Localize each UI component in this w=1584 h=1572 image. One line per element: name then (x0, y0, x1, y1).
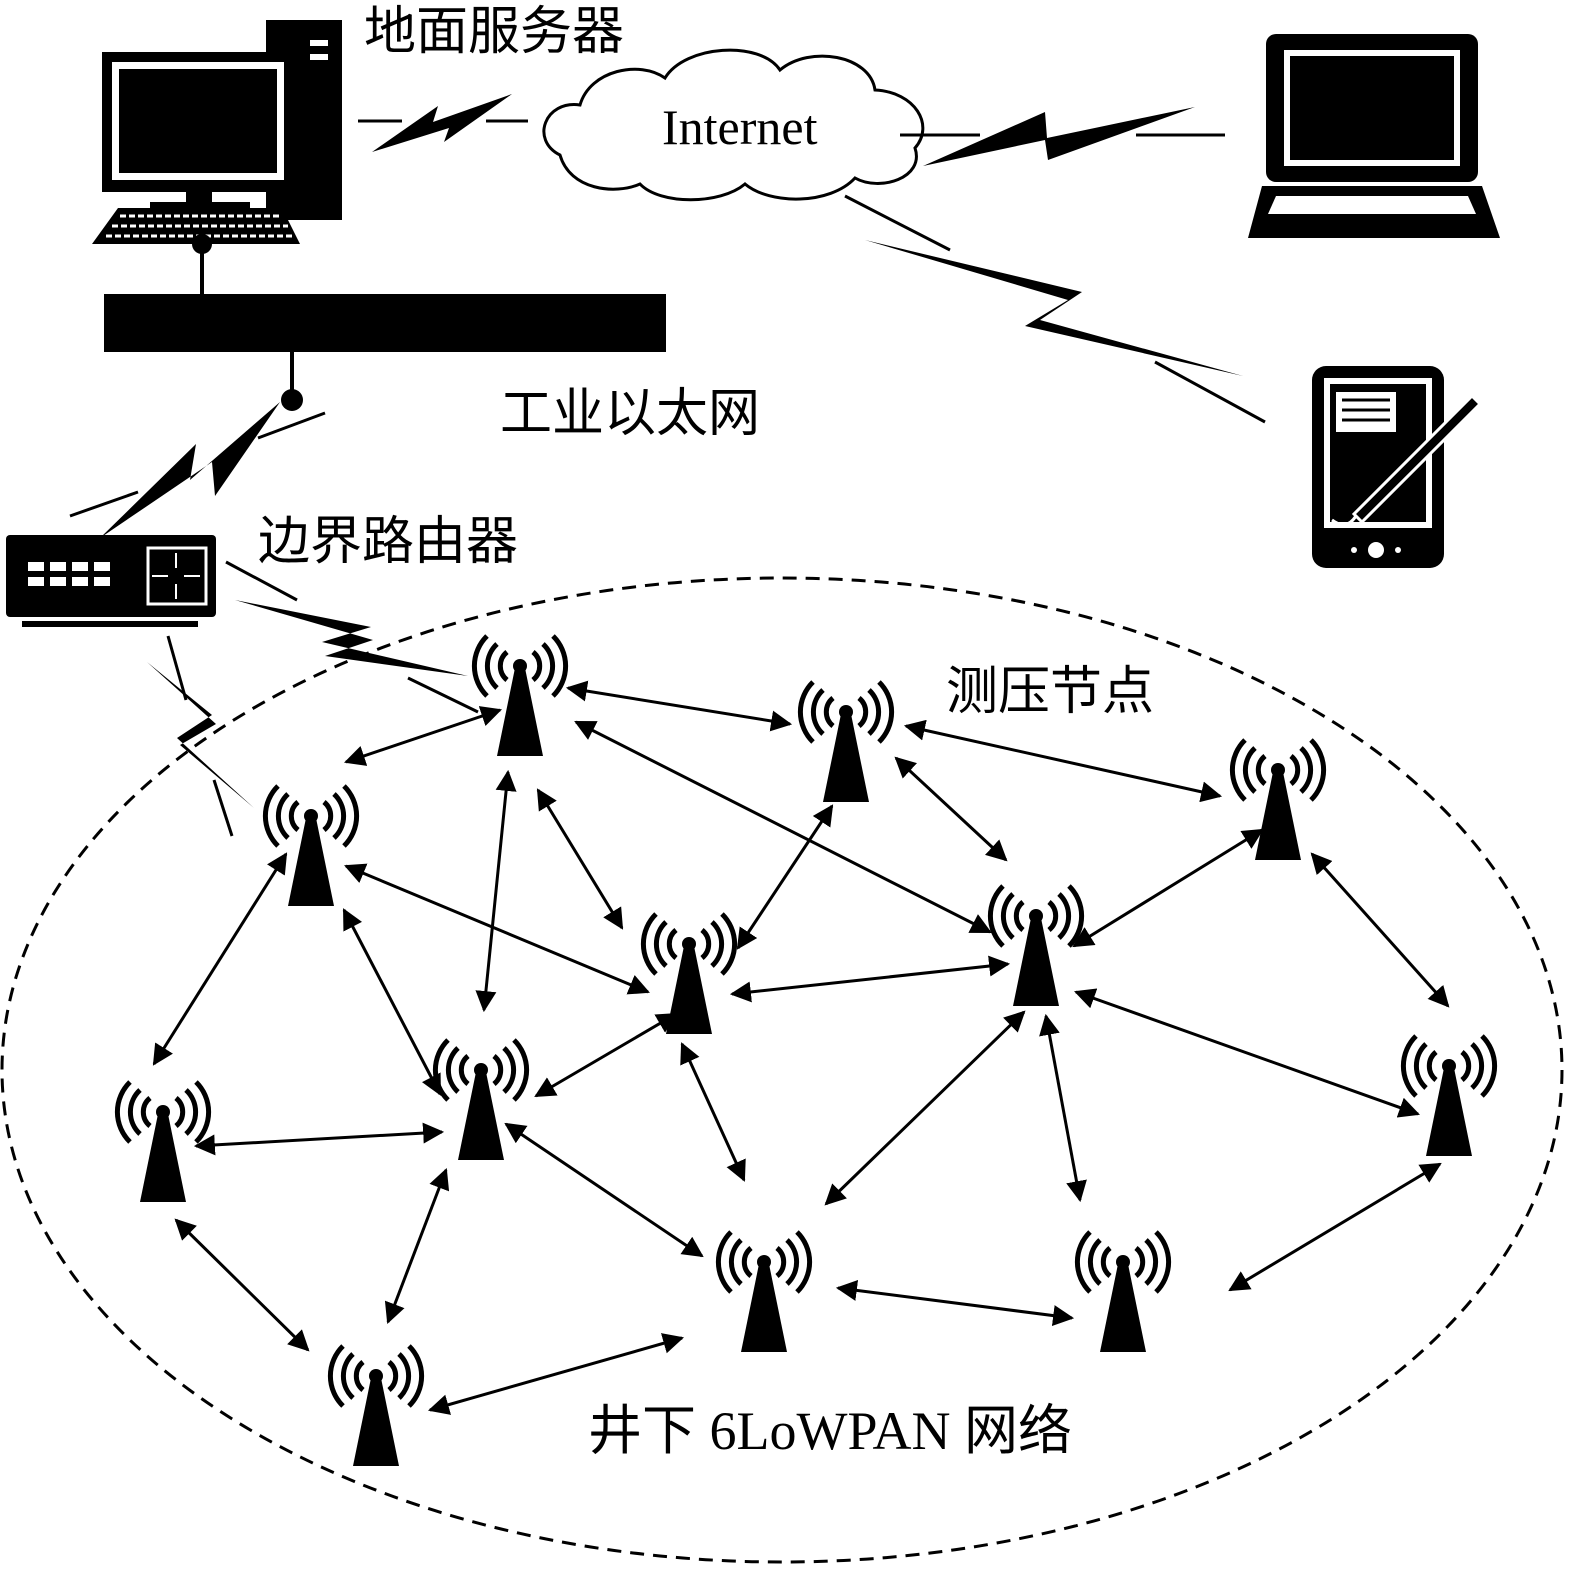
underground-network-label: 井下 6LoWPAN 网络 (588, 1401, 1073, 1461)
lightning-bolt-icon (69, 402, 326, 538)
pressure-node-tower-icon (990, 886, 1081, 1006)
pressure-node-tower-icon (800, 682, 891, 802)
pressure-node-tower-icon (435, 1040, 526, 1160)
router-icon (6, 535, 216, 627)
pressure-node-tower-icon (1077, 1232, 1168, 1352)
pressure-node-tower-icon (718, 1232, 809, 1352)
internet-label: Internet (662, 99, 818, 155)
ethernet-bus-bar (104, 294, 666, 352)
mesh-links (152, 680, 1450, 1415)
underground-network-boundary (0, 576, 1564, 1564)
ground-server-label: 地面服务器 (364, 2, 625, 62)
border-router-label: 边界路由器 (258, 512, 519, 572)
laptop-icon (1248, 34, 1500, 238)
lightning-bolt-icon (358, 94, 528, 152)
pressure-node-tower-icon (474, 636, 565, 756)
pda-tablet-icon (1312, 366, 1483, 568)
pressure-node-tower-icon (643, 914, 734, 1034)
industrial-ethernet-label: 工业以太网 (500, 384, 761, 444)
lightning-bolt-icon (225, 560, 479, 714)
pressure-node-tower-icon (330, 1346, 421, 1466)
pressure-node-tower-icon (1403, 1036, 1494, 1156)
pressure-node-tower-icon (265, 786, 356, 906)
lightning-bolt-icon (900, 107, 1225, 166)
pressure-node-tower-icon (117, 1082, 208, 1202)
cloud-icon (542, 48, 925, 202)
pressure-node-tower-icon (1232, 740, 1323, 860)
pressure-node-label: 测压节点 (946, 662, 1155, 722)
lightning-bolt-icon (844, 194, 1266, 424)
server-icon (92, 20, 342, 296)
lightning-bolt-icon (147, 635, 254, 837)
